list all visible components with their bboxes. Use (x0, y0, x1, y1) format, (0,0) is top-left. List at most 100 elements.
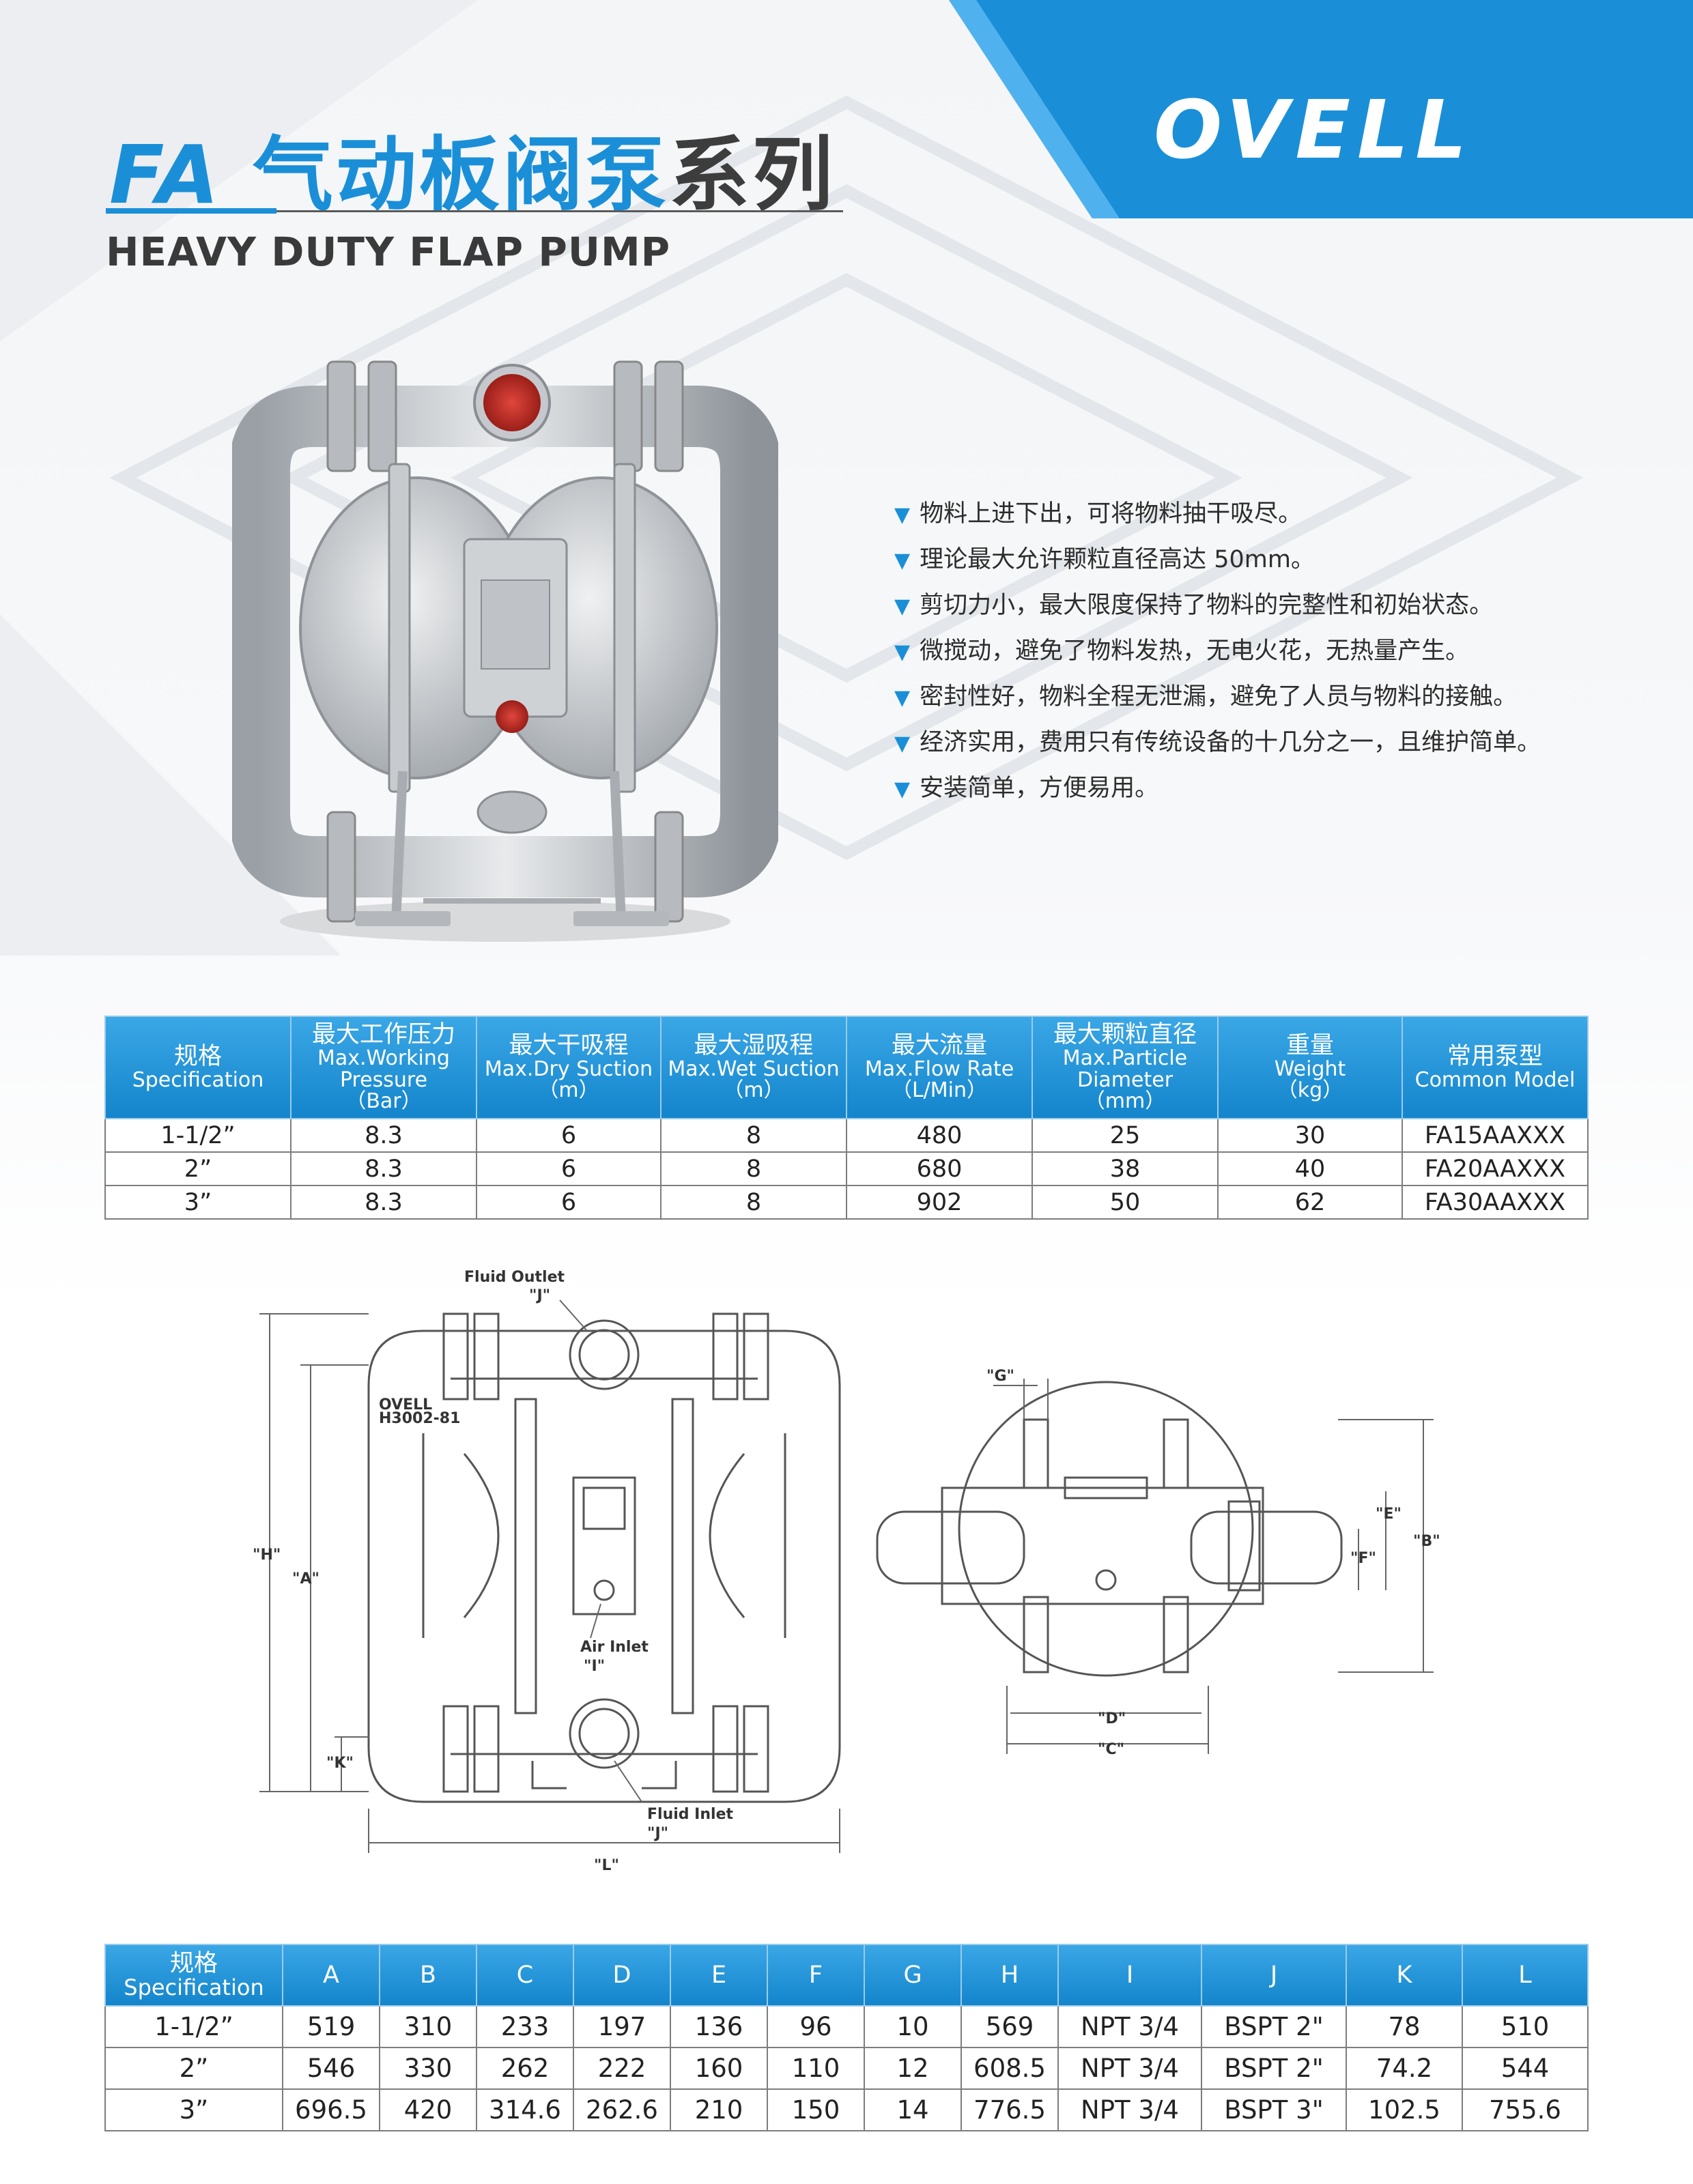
front-nameplate-ovell: OVELL (379, 1396, 432, 1413)
fluid-outlet-tag: "J" (529, 1287, 550, 1304)
dim-l-label: "L" (594, 1857, 619, 1874)
table-cell: 1-1/2” (104, 1118, 291, 1153)
table-cell: 8 (660, 1118, 847, 1153)
table-cell: 6 (476, 1151, 661, 1186)
col-header-g: G (864, 1944, 962, 2007)
col-header-h: H (961, 1944, 1059, 2007)
fluid-inlet-label: Fluid Inlet (647, 1806, 733, 1823)
table-cell: 8.3 (290, 1151, 477, 1186)
brand-logo: OVELL (1154, 83, 1474, 177)
dim-k-label: "K" (326, 1755, 354, 1772)
title-series-code: FA (109, 128, 222, 222)
table-cell: 2” (104, 2047, 283, 2090)
header-text: Specification (124, 1974, 264, 2000)
col-header-c: C (476, 1944, 574, 2007)
air-inlet-tag: "I" (584, 1658, 605, 1675)
col-header-i: I (1057, 1944, 1202, 2007)
table-cell: 8.3 (290, 1118, 477, 1153)
header-text: 最大湿吸程 (694, 1032, 814, 1060)
table-cell: 8 (660, 1151, 847, 1186)
header-text: （mm） (1084, 1089, 1166, 1114)
dim-c-label: "C" (1098, 1741, 1124, 1758)
table-cell: 3” (104, 1185, 291, 1220)
dimension-drawings: Fluid Outlet "J" Air Inlet "I" Fluid Inl… (253, 1269, 1440, 1874)
header-text: （m） (723, 1078, 784, 1103)
triangle-bullet-icon: ▼ (894, 732, 911, 756)
header-text: 规格 (169, 1949, 218, 1977)
table-cell: 102.5 (1346, 2088, 1463, 2131)
table-cell: 40 (1217, 1151, 1403, 1186)
table-cell: 2” (104, 1151, 291, 1186)
table-cell: 10 (864, 2005, 962, 2048)
table-cell: 569 (961, 2005, 1059, 2048)
header-text: Max.Dry Suction (484, 1057, 653, 1081)
table-cell: 197 (573, 2005, 671, 2048)
triangle-bullet-icon: ▼ (894, 777, 911, 801)
table-cell: 25 (1032, 1118, 1219, 1153)
table-cell: FA30AAXXX (1402, 1185, 1589, 1220)
table-cell: 74.2 (1346, 2047, 1463, 2090)
table-cell: 150 (767, 2088, 865, 2131)
dim-e-label: "E" (1376, 1506, 1402, 1523)
table-cell: 12 (864, 2047, 962, 2090)
triangle-bullet-icon: ▼ (894, 549, 911, 573)
table-cell: 544 (1462, 2047, 1589, 2090)
title-divider-accent (106, 208, 276, 214)
table-cell: 233 (476, 2005, 574, 2048)
header-text: Max.Particle Diameter (1062, 1046, 1188, 1092)
page-title: FA 气动板阀泵系列 (109, 109, 836, 226)
table-cell: 6 (476, 1185, 661, 1220)
dim-g-label: "G" (986, 1368, 1014, 1385)
col-header-k: K (1346, 1944, 1463, 2007)
table-cell: NPT 3/4 (1057, 2005, 1202, 2048)
table-cell: 262 (476, 2047, 574, 2090)
table-cell: NPT 3/4 (1057, 2088, 1202, 2131)
dim-d-label: "D" (1098, 1710, 1126, 1727)
table-cell: 38 (1032, 1151, 1219, 1186)
col-header-b: B (379, 1944, 477, 2007)
table-cell: 755.6 (1462, 2088, 1589, 2131)
table-cell: 546 (282, 2047, 380, 2090)
table-cell: 6 (476, 1118, 661, 1153)
col-header-a: A (282, 1944, 380, 2007)
feature-item: ▼剪切力小，最大限度保持了物料的完整性和初始状态。 (894, 583, 1645, 629)
table-cell: 330 (379, 2047, 477, 2090)
front-nameplate-code: H3002-81 (379, 1410, 460, 1427)
table-cell: 519 (282, 2005, 380, 2048)
dim-h-label: "H" (253, 1547, 281, 1564)
header-text: Max.Wet Suction (668, 1057, 840, 1081)
header-text: 最大流量 (891, 1032, 987, 1060)
table-cell: 680 (846, 1151, 1033, 1186)
table-cell: 310 (379, 2005, 477, 2048)
table-cell: NPT 3/4 (1057, 2047, 1202, 2090)
header-text: （m） (538, 1078, 599, 1103)
table-cell: BSPT 2" (1201, 2047, 1347, 2090)
table-cell: 14 (864, 2088, 962, 2131)
feature-item: ▼微搅动，避免了物料发热，无电火花，无热量产生。 (894, 629, 1645, 674)
triangle-bullet-icon: ▼ (894, 594, 911, 618)
header-text: 最大颗粒直径 (1053, 1021, 1197, 1049)
table-cell: 210 (670, 2088, 768, 2131)
table-cell: 160 (670, 2047, 768, 2090)
header-text: Max.Flow Rate (864, 1057, 1014, 1081)
header-text: Specification (132, 1067, 264, 1092)
header-text: 常用泵型 (1447, 1042, 1543, 1070)
header-text: 最大干吸程 (509, 1032, 629, 1060)
page-subtitle: HEAVY DUTY FLAP PUMP (106, 229, 671, 275)
feature-item: ▼安装简单，方便易用。 (894, 766, 1645, 811)
table-cell: FA15AAXXX (1402, 1118, 1589, 1153)
header-text: （L/Min） (891, 1078, 988, 1103)
